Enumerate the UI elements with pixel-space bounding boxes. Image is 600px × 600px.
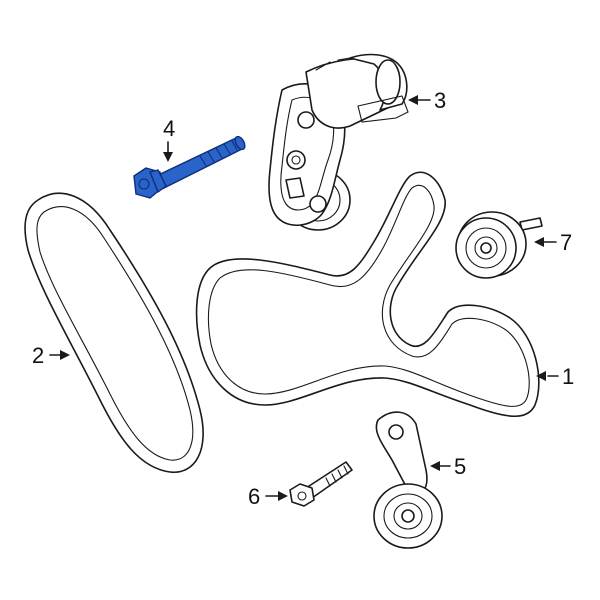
callout-1: 1 [536,364,574,389]
idler-pulley-lower[interactable] [373,411,443,549]
tensioner-assembly[interactable] [268,53,409,231]
tensioner-bolt[interactable] [133,135,247,199]
idler-bolt[interactable] [289,461,353,507]
callout-number-6: 6 [248,484,260,509]
callout-number-3: 3 [434,88,446,113]
callout-number-4: 4 [163,116,175,141]
callout-7: 7 [534,230,572,255]
callout-5: 5 [430,454,466,479]
callout-number-2: 2 [32,343,44,368]
idler-pulley-upper[interactable] [455,211,543,279]
callout-4: 4 [163,116,175,162]
callout-number-1: 1 [562,364,574,389]
belt-main[interactable] [195,171,540,417]
callout-number-7: 7 [560,230,572,255]
belt-small[interactable] [24,192,204,473]
callout-2: 2 [32,343,70,368]
callout-number-5: 5 [454,454,466,479]
callout-6: 6 [248,484,288,509]
callout-3: 3 [408,88,446,113]
